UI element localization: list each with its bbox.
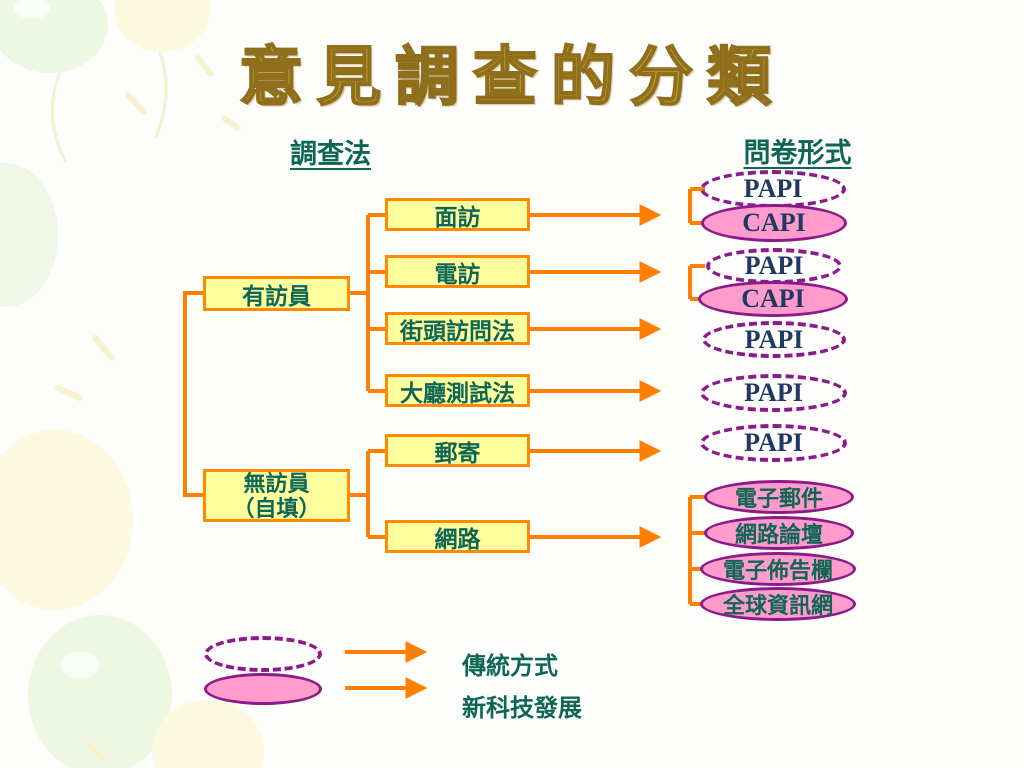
legend-symbol-traditional [204, 636, 322, 672]
column-header-survey-method: 調查法 [290, 139, 371, 169]
legend-label-new-tech: 新科技發展 [462, 696, 582, 722]
legend-label-traditional: 傳統方式 [462, 654, 558, 680]
group-box-without-interviewer: 無訪員 （自填） [203, 469, 350, 522]
format-ellipse-capi: CAPI [701, 204, 847, 242]
method-box-internet: 網路 [385, 520, 530, 553]
method-box-hall-test: 大廳測試法 [385, 374, 530, 407]
format-ellipse-papi: PAPI [700, 424, 847, 462]
format-ellipse-bbs: 電子佈告欄 [700, 552, 856, 586]
format-ellipse-www: 全球資訊網 [700, 587, 856, 621]
column-header-questionnaire-format: 問卷形式 [743, 138, 852, 168]
format-ellipse-papi: PAPI [700, 374, 847, 412]
legend-symbol-new-tech [204, 673, 322, 705]
page-title: 意見調查的分類 [238, 41, 785, 114]
method-box-telephone: 電訪 [385, 255, 530, 288]
format-ellipse-email: 電子郵件 [704, 480, 854, 514]
group-box-with-interviewer: 有訪員 [203, 276, 350, 311]
method-box-street-interview: 街頭訪問法 [385, 312, 530, 345]
format-ellipse-capi: CAPI [698, 281, 848, 317]
format-ellipse-papi: PAPI [706, 248, 842, 284]
group-label: 無訪員 [243, 470, 310, 496]
group-label-sub: （自填） [232, 495, 321, 521]
format-ellipse-papi: PAPI [702, 321, 846, 358]
format-ellipse-forum: 網路論壇 [704, 516, 854, 550]
method-box-mail: 郵寄 [385, 434, 530, 467]
format-ellipse-papi: PAPI [700, 170, 846, 208]
method-box-face-to-face: 面訪 [385, 198, 530, 231]
